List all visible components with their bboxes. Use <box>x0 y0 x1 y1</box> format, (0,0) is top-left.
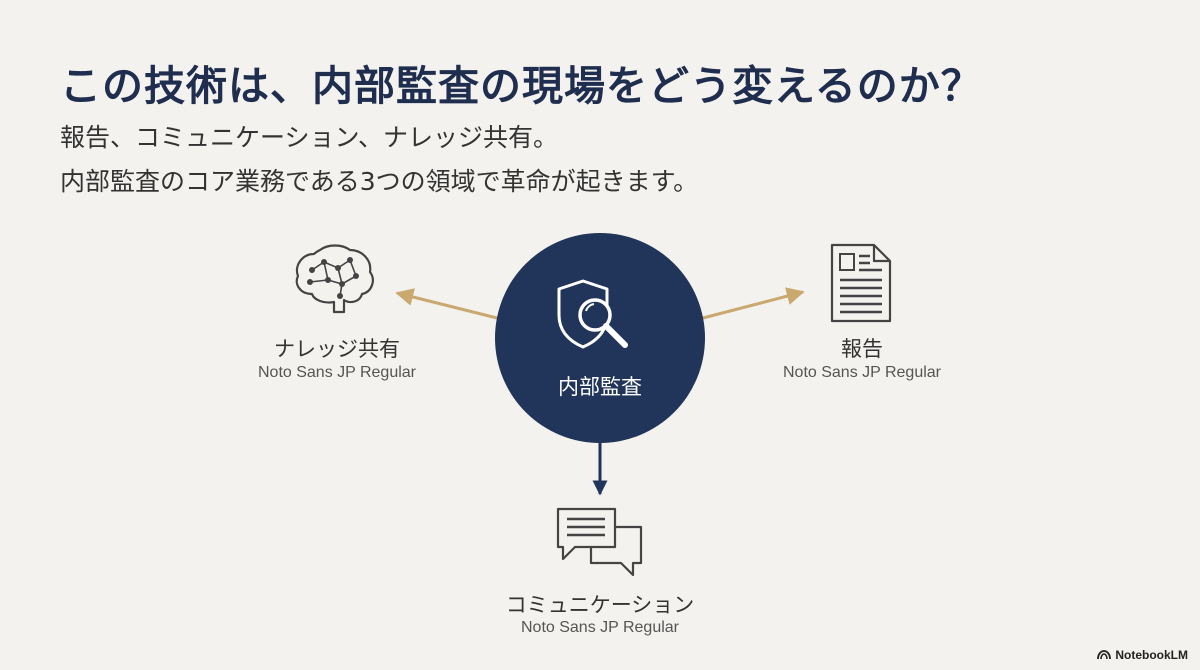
hub-circle: 内部監査 <box>495 233 705 443</box>
node-label-report: 報告 <box>841 337 883 361</box>
arrow-to-knowledge <box>395 288 498 320</box>
document-icon <box>830 243 892 323</box>
node-sublabel-report: Noto Sans JP Regular <box>782 364 941 381</box>
node-label-communication: コミュニケーション <box>505 593 695 617</box>
shield-magnifier-icon <box>557 279 628 349</box>
node-sublabel-knowledge: Noto Sans JP Regular <box>257 364 416 381</box>
notebooklm-logo-icon <box>1097 650 1112 660</box>
arrow-to-report <box>702 287 805 320</box>
hub-label: 内部監査 <box>558 375 642 399</box>
brand-label: NotebookLM <box>1115 648 1188 662</box>
brand-watermark: NotebookLM <box>1097 648 1188 662</box>
subtitle-line-2: 内部監査のコア業務である3つの領域で革命が起きます。 <box>60 167 699 196</box>
brain-network-icon <box>295 244 374 314</box>
node-label-knowledge: ナレッジ共有 <box>274 337 400 361</box>
page-title: この技術は、内部監査の現場をどう変えるのか？ <box>60 62 983 110</box>
chat-bubbles-icon <box>556 507 643 577</box>
node-sublabel-communication: Noto Sans JP Regular <box>520 619 679 636</box>
subtitle-line-1: 報告、コミュニケーション、ナレッジ共有。 <box>60 123 559 152</box>
